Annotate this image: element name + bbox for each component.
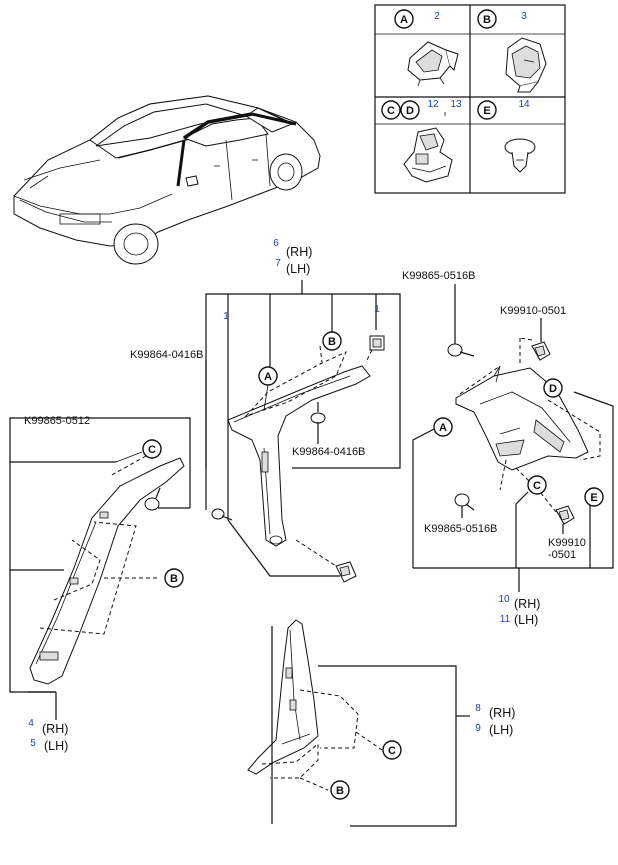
legend-b-letter: B bbox=[483, 14, 491, 26]
quarter-trim-panel bbox=[455, 367, 589, 471]
legend-c-letter: C bbox=[387, 105, 395, 117]
center-screw-lower bbox=[211, 508, 233, 521]
legend-a-letter: A bbox=[400, 14, 408, 26]
svg-text:A: A bbox=[439, 422, 447, 434]
right-top-clip bbox=[519, 337, 551, 364]
legend-a-number: 2 bbox=[434, 11, 440, 22]
svg-text:C: C bbox=[533, 480, 541, 492]
callout-d-right bbox=[543, 378, 563, 398]
legend-d-number: 13 bbox=[450, 99, 462, 110]
car-illustration bbox=[13, 95, 321, 265]
svg-text:B: B bbox=[336, 785, 344, 797]
center-pillar-trim bbox=[227, 365, 371, 547]
callout-c-bottom bbox=[382, 740, 402, 760]
bottom-rh-label: (RH) bbox=[489, 706, 515, 720]
left-screw-part bbox=[144, 487, 190, 511]
center-screw-mid bbox=[310, 402, 326, 432]
right-rh-number: 10 bbox=[498, 594, 510, 605]
legend-d-letter: D bbox=[406, 105, 414, 117]
legend-e-number: 14 bbox=[518, 99, 530, 110]
left-pillar-trim bbox=[29, 457, 185, 685]
center-lh-number: 7 bbox=[275, 258, 281, 269]
bottom-rh-number: 8 bbox=[475, 703, 481, 714]
right-top-clip-label: K99910-0501 bbox=[500, 305, 566, 317]
callout-b-bottom bbox=[330, 780, 350, 800]
callout-a-right bbox=[433, 417, 453, 437]
svg-text:A: A bbox=[264, 371, 272, 383]
right-lh-number: 11 bbox=[500, 614, 511, 625]
center-right-number: 1 bbox=[374, 304, 380, 315]
svg-text:D: D bbox=[549, 383, 557, 395]
svg-text:B: B bbox=[328, 336, 336, 348]
legend-e-letter: E bbox=[483, 105, 490, 117]
right-rh-label: (RH) bbox=[514, 597, 540, 611]
callout-b-center bbox=[322, 331, 342, 351]
callout-c-right bbox=[527, 475, 547, 495]
legend-d-circle bbox=[400, 100, 420, 120]
left-lh-label: (LH) bbox=[44, 739, 68, 753]
right-bottom-clip bbox=[555, 505, 575, 534]
right-top-screw bbox=[447, 343, 475, 357]
legend-c-number: 12 bbox=[427, 99, 439, 110]
center-pillar-group: 6 (RH) 7 (LH) 1 1 K99864-0416B bbox=[130, 238, 401, 583]
right-bottom-clip-label-1: K99910 bbox=[548, 537, 586, 549]
callout-b-left bbox=[164, 568, 184, 588]
center-left-number: 1 bbox=[223, 311, 229, 322]
center-rh-label: (RH) bbox=[286, 245, 312, 259]
right-top-screw-label: K99865-0516B bbox=[402, 270, 475, 282]
right-bottom-clip-label-2: -0501 bbox=[548, 549, 576, 561]
left-rh-label: (RH) bbox=[42, 722, 68, 736]
svg-text:E: E bbox=[590, 492, 597, 504]
legend-a-circle bbox=[394, 9, 414, 29]
legend-table: A 2 B 3 C D 12 13 bbox=[374, 4, 566, 194]
center-screw-left-label: K99864-0416B bbox=[130, 349, 203, 361]
right-panel-group: K99865-0516B K99910-0501 A bbox=[402, 270, 614, 627]
clip-a-drawing bbox=[407, 41, 459, 87]
legend-b-circle bbox=[477, 9, 497, 29]
legend-e-circle bbox=[477, 100, 497, 120]
right-bottom-screw bbox=[454, 493, 475, 518]
right-lh-label: (LH) bbox=[514, 613, 538, 627]
bottom-lh-label: (LH) bbox=[489, 723, 513, 737]
center-rh-number: 6 bbox=[273, 238, 279, 249]
bottom-lh-number: 9 bbox=[475, 723, 481, 734]
center-clip-top-right bbox=[365, 335, 385, 363]
clip-cd-drawing bbox=[403, 127, 453, 183]
legend-b-number: 3 bbox=[521, 11, 527, 22]
clip-e-drawing bbox=[504, 138, 536, 173]
center-lh-label: (LH) bbox=[286, 262, 310, 276]
legend-c-circle bbox=[381, 100, 401, 120]
left-lh-number: 5 bbox=[30, 738, 36, 749]
callout-e-right bbox=[584, 487, 604, 507]
center-clip-bottom bbox=[295, 539, 357, 583]
svg-text:C: C bbox=[388, 745, 396, 757]
svg-text:B: B bbox=[170, 573, 178, 585]
bottom-pillar-trim bbox=[247, 619, 319, 775]
left-rh-number: 4 bbox=[28, 718, 34, 729]
right-bottom-screw-label: K99865-0516B bbox=[424, 523, 497, 535]
svg-text:C: C bbox=[148, 444, 156, 456]
clip-b-drawing bbox=[505, 37, 547, 93]
left-screw-label: K99865-0512 bbox=[24, 415, 90, 427]
center-screw-mid-label: K99864-0416B bbox=[292, 446, 365, 458]
bottom-pillar-group: C B 8 (RH) 9 (LH) bbox=[247, 619, 515, 827]
left-pillar-group: K99865-0512 C B 4 (RH) 5 (LH) bbox=[9, 415, 191, 753]
callout-c-left bbox=[142, 439, 162, 459]
